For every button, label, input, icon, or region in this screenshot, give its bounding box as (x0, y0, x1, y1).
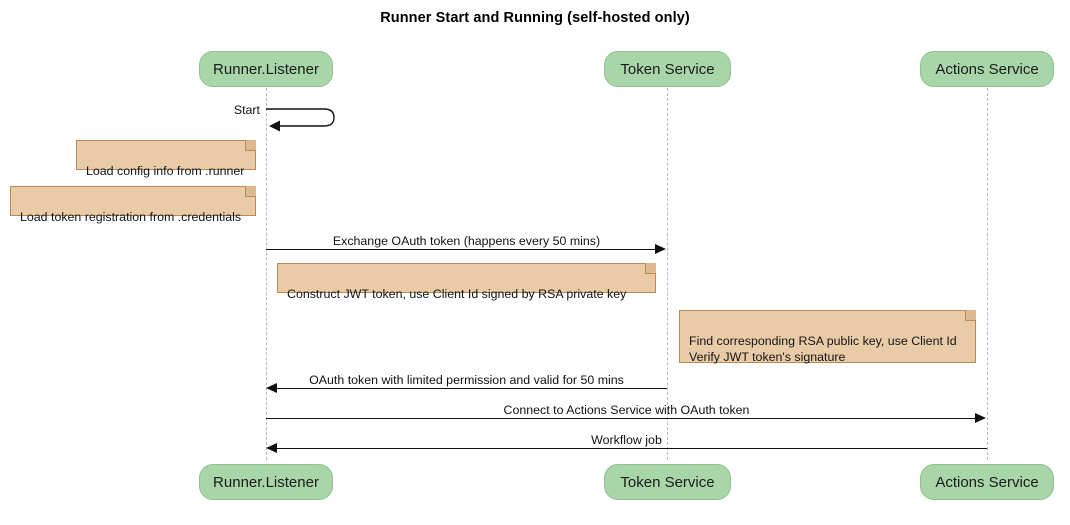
participant-runner-top[interactable]: Runner.Listener (199, 51, 333, 87)
participant-label: Token Service (620, 60, 715, 78)
arrowhead-right (655, 244, 666, 254)
lifeline-actions (987, 88, 988, 460)
message-line-oauth-token-returned (277, 388, 667, 389)
self-message-start (266, 106, 346, 132)
participant-label: Actions Service (935, 60, 1039, 78)
note-text: Construct JWT token, use Client Id signe… (287, 287, 627, 301)
message-line-connect-actions-service (266, 418, 976, 419)
lifeline-runner (266, 88, 267, 460)
arrowhead-right (975, 413, 986, 423)
note-construct-jwt-token: Construct JWT token, use Client Id signe… (277, 263, 656, 301)
participant-label: Actions Service (935, 473, 1039, 491)
participant-actions-bottom[interactable]: Actions Service (920, 464, 1054, 500)
participant-actions-top[interactable]: Actions Service (920, 51, 1054, 87)
message-label-start: Start (233, 103, 260, 117)
participant-label: Runner.Listener (213, 60, 319, 78)
note-text: Load config info from .runner (86, 164, 245, 178)
note-fold-corner (965, 310, 976, 321)
participant-token-top[interactable]: Token Service (604, 51, 731, 87)
participant-runner-bottom[interactable]: Runner.Listener (199, 464, 333, 500)
arrowhead-left (266, 443, 277, 453)
note-fold-corner (245, 140, 256, 151)
note-fold-corner (245, 186, 256, 197)
participant-label: Runner.Listener (213, 473, 319, 491)
message-line-workflow-job (277, 448, 987, 449)
note-text: Load token registration from .credential… (20, 210, 242, 224)
arrowhead-left (266, 383, 277, 393)
page-title: Runner Start and Running (self-hosted on… (380, 10, 690, 26)
message-label-exchange-oauth-token: Exchange OAuth token (happens every 50 m… (332, 234, 601, 248)
note-text: Find corresponding RSA public key, use C… (689, 334, 957, 364)
note-fold-corner (645, 263, 656, 274)
message-label-oauth-token-returned: OAuth token with limited permission and … (309, 373, 624, 387)
message-line-exchange-oauth-token (266, 249, 656, 250)
participant-label: Token Service (620, 473, 715, 491)
message-label-workflow-job: Workflow job (591, 433, 662, 447)
lifeline-token (667, 88, 668, 460)
participant-token-bottom[interactable]: Token Service (604, 464, 731, 500)
message-label-connect-actions-service: Connect to Actions Service with OAuth to… (503, 403, 750, 417)
note-load-token-registration: Load token registration from .credential… (10, 186, 256, 224)
note-verify-jwt-signature: Find corresponding RSA public key, use C… (679, 310, 976, 364)
note-load-config: Load config info from .runner (76, 140, 256, 178)
